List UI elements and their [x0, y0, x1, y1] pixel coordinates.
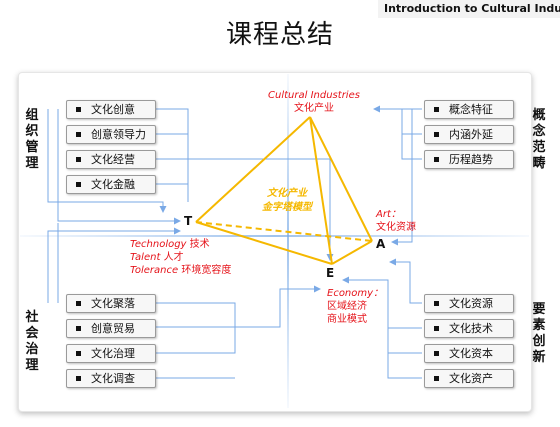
- bullet-icon: [434, 326, 439, 331]
- connector-line: [401, 134, 422, 160]
- box-cultural-finance[interactable]: 文化金融: [66, 175, 156, 194]
- section-label-concept: 概念范畴: [532, 108, 546, 171]
- bullet-icon: [434, 376, 439, 381]
- box-concept-features[interactable]: 概念特征: [424, 100, 514, 119]
- vertical-axis: [287, 74, 289, 408]
- box-cultural-cluster[interactable]: 文化聚落: [66, 294, 156, 313]
- bullet-icon: [434, 132, 439, 137]
- horizontal-axis: [20, 235, 529, 237]
- course-title: Introduction to Cultural Indust: [378, 0, 560, 18]
- vertex-e: E: [326, 266, 335, 280]
- bullet-icon: [434, 107, 439, 112]
- connector-line: [387, 328, 422, 354]
- connector-line: [387, 353, 422, 379]
- box-cultural-technology[interactable]: 文化技术: [424, 319, 514, 338]
- box-history-trends[interactable]: 历程趋势: [424, 150, 514, 169]
- box-connotation-extension[interactable]: 内涵外延: [424, 125, 514, 144]
- box-cultural-resources[interactable]: 文化资源: [424, 294, 514, 313]
- connector-line: [57, 109, 181, 225]
- vertex-a: A: [376, 237, 386, 251]
- pyramid-edge: [309, 116, 333, 265]
- bullet-icon: [76, 351, 81, 356]
- bullet-icon: [76, 376, 81, 381]
- art-label: Art：文化资源: [376, 209, 416, 233]
- box-cultural-creativity[interactable]: 文化创意: [66, 100, 156, 119]
- economy-label: Economy：区域经济商业模式: [327, 288, 384, 325]
- connector-line: [391, 109, 413, 246]
- section-label-society: 社会治理: [25, 310, 39, 373]
- connector-line: [156, 108, 189, 202]
- t-factors-label: Technology 技术 Talent 人才 Tolerance 环境宽容度: [130, 239, 232, 276]
- box-cultural-survey[interactable]: 文化调查: [66, 369, 156, 388]
- section-label-organization: 组织管理: [25, 108, 39, 171]
- box-cultural-governance[interactable]: 文化治理: [66, 344, 156, 363]
- connector-line: [156, 327, 236, 354]
- bullet-icon: [76, 301, 81, 306]
- box-creative-trade[interactable]: 创意贸易: [66, 319, 156, 338]
- connector-line: [156, 302, 236, 327]
- bullet-icon: [76, 132, 81, 137]
- connector-line: [156, 183, 189, 202]
- box-cultural-management[interactable]: 文化经营: [66, 150, 156, 169]
- bullet-icon: [434, 301, 439, 306]
- bullet-icon: [76, 157, 81, 162]
- box-cultural-assets[interactable]: 文化资产: [424, 369, 514, 388]
- pyramid-edge: [195, 116, 311, 223]
- box-cultural-capital[interactable]: 文化资本: [424, 344, 514, 363]
- connector-line: [235, 285, 321, 328]
- box-creative-leadership[interactable]: 创意领导力: [66, 125, 156, 144]
- bullet-icon: [434, 157, 439, 162]
- vertex-t: T: [184, 214, 193, 228]
- connector-line: [47, 109, 167, 213]
- pyramid-model-label: 文化产业金字塔模型: [262, 188, 312, 213]
- pyramid-edge: [309, 116, 373, 242]
- bullet-icon: [76, 182, 81, 187]
- bullet-icon: [76, 107, 81, 112]
- section-label-innovation: 要素创新: [532, 302, 546, 365]
- connector-line: [342, 276, 422, 329]
- connector-line: [47, 227, 181, 303]
- pyramid-edge: [331, 240, 373, 265]
- slide-title: 课程总结: [225, 20, 334, 50]
- connector-line: [389, 258, 422, 304]
- bullet-icon: [76, 326, 81, 331]
- pyramid-edge: [195, 221, 333, 265]
- bullet-icon: [434, 351, 439, 356]
